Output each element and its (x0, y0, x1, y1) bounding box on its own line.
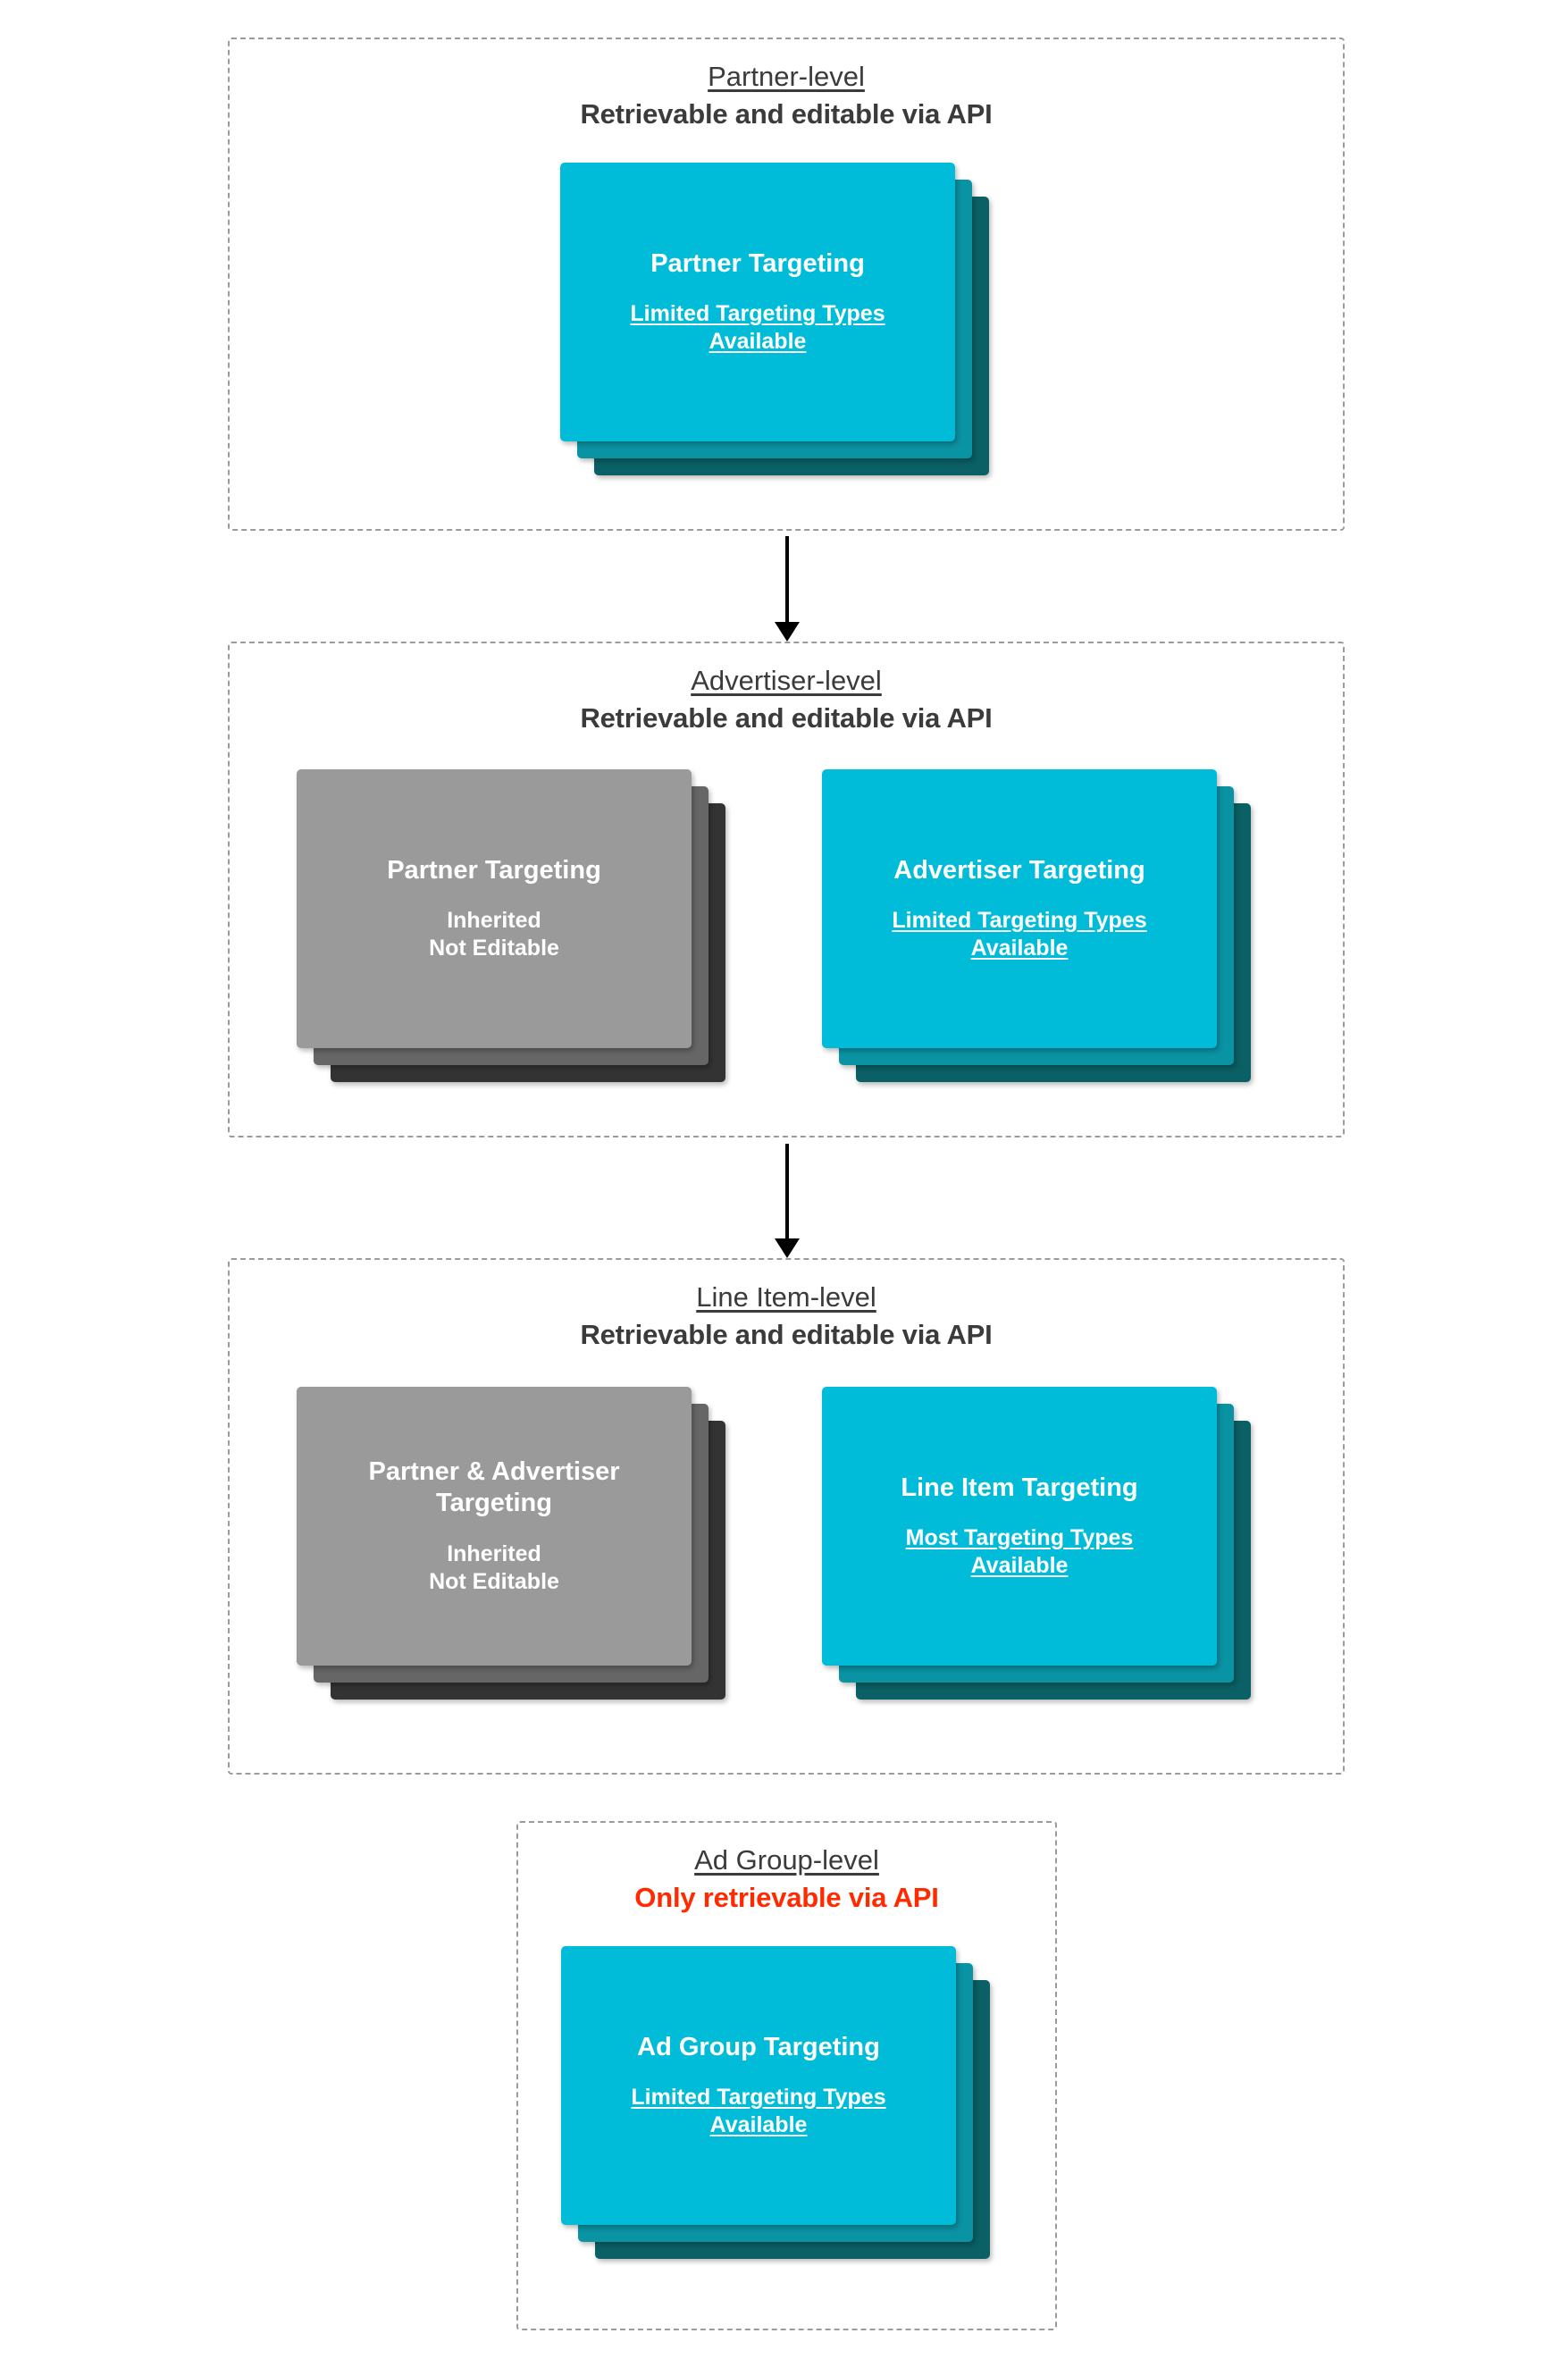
card-title: Advertiser Targeting (893, 855, 1145, 885)
level-advertiser-name: Advertiser-level (691, 665, 882, 696)
card-subtitle-line-2: Available (709, 329, 807, 355)
connector-shaft (785, 536, 789, 622)
card-title: Partner Targeting (387, 855, 601, 885)
level-partner-access: Retrievable and editable via API (580, 98, 993, 130)
level-line-item: Line Item-level Retrievable and editable… (228, 1258, 1345, 1775)
card-subtitle: Limited Targeting Types Available (892, 907, 1146, 962)
card-subtitle: Inherited Not Editable (429, 907, 559, 962)
level-line-item-header: Line Item-level Retrievable and editable… (230, 1260, 1343, 1352)
connector-arrowhead (775, 622, 800, 642)
card-subtitle: Limited Targeting Types Available (631, 2084, 885, 2139)
card-subtitle-line-2: Available (709, 2112, 808, 2138)
level-ad-group-name: Ad Group-level (694, 1844, 879, 1876)
card-subtitle-line-1: Inherited (447, 1540, 541, 1566)
connector-advertiser-to-line-item (769, 1144, 805, 1258)
level-partner-header: Partner-level Retrievable and editable v… (230, 39, 1343, 131)
card-layer-front[interactable]: Partner & Advertiser Targeting Inherited… (297, 1387, 692, 1666)
level-partner-name: Partner-level (708, 61, 865, 92)
card-subtitle-line-1: Limited Targeting Types (892, 908, 1147, 934)
connector-arrowhead (775, 1238, 800, 1258)
card-partner-targeting[interactable]: Partner Targeting Limited Targeting Type… (560, 163, 989, 475)
card-subtitle: Most Targeting Types Available (906, 1524, 1134, 1580)
level-ad-group-header: Ad Group-level Only retrievable via API (518, 1823, 1055, 1915)
card-layer-front[interactable]: Partner Targeting Limited Targeting Type… (560, 163, 955, 441)
card-title: Partner & Advertiser Targeting (368, 1457, 620, 1517)
card-subtitle-line-2: Not Editable (429, 1568, 559, 1594)
card-subtitle-line-2: Available (970, 1553, 1069, 1579)
card-layer-front[interactable]: Line Item Targeting Most Targeting Types… (822, 1387, 1217, 1666)
card-subtitle: Inherited Not Editable (429, 1540, 559, 1596)
card-advertiser-targeting[interactable]: Advertiser Targeting Limited Targeting T… (822, 769, 1251, 1082)
card-subtitle-line-1: Most Targeting Types (905, 1525, 1134, 1551)
connector-shaft (785, 1144, 789, 1238)
card-line-item-targeting[interactable]: Line Item Targeting Most Targeting Types… (822, 1387, 1251, 1700)
card-subtitle-line-1: Inherited (447, 908, 541, 934)
card-layer-front[interactable]: Advertiser Targeting Limited Targeting T… (822, 769, 1217, 1048)
card-subtitle: Limited Targeting Types Available (630, 300, 885, 356)
card-title: Ad Group Targeting (637, 2032, 880, 2061)
card-layer-front[interactable]: Partner Targeting Inherited Not Editable (297, 769, 692, 1048)
level-advertiser-access: Retrievable and editable via API (580, 702, 993, 734)
card-ad-group-targeting[interactable]: Ad Group Targeting Limited Targeting Typ… (561, 1946, 990, 2259)
connector-partner-to-advertiser (769, 536, 805, 642)
card-subtitle-line-2: Available (970, 936, 1069, 961)
card-layer-front[interactable]: Ad Group Targeting Limited Targeting Typ… (561, 1946, 956, 2225)
card-subtitle-line-1: Limited Targeting Types (630, 301, 885, 327)
level-ad-group-access: Only retrievable via API (634, 1882, 939, 1914)
card-title: Partner Targeting (650, 248, 865, 278)
card-inherited-partner-advertiser-targeting[interactable]: Partner & Advertiser Targeting Inherited… (297, 1387, 725, 1700)
level-advertiser-header: Advertiser-level Retrievable and editabl… (230, 643, 1343, 735)
level-line-item-name: Line Item-level (696, 1281, 876, 1313)
level-ad-group: Ad Group-level Only retrievable via API … (516, 1821, 1057, 2330)
level-advertiser: Advertiser-level Retrievable and editabl… (228, 642, 1345, 1137)
card-title: Line Item Targeting (901, 1473, 1138, 1502)
card-subtitle-line-1: Limited Targeting Types (631, 2085, 886, 2111)
card-inherited-partner-targeting[interactable]: Partner Targeting Inherited Not Editable (297, 769, 725, 1082)
level-partner: Partner-level Retrievable and editable v… (228, 38, 1345, 531)
level-line-item-access: Retrievable and editable via API (580, 1319, 993, 1351)
card-subtitle-line-2: Not Editable (429, 936, 559, 961)
